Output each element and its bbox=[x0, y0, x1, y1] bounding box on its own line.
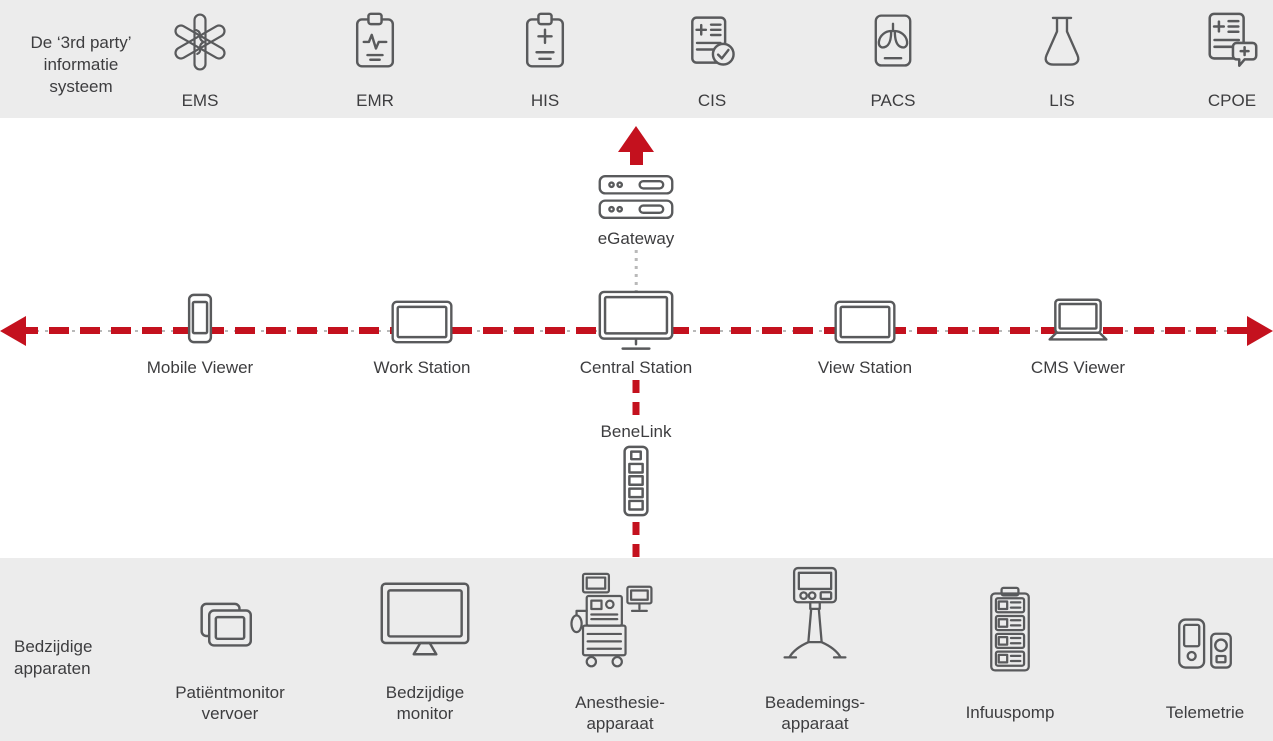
station-label-work-station: Work Station bbox=[373, 358, 471, 377]
workstation-display-icon bbox=[389, 298, 455, 346]
cpoe-document-chat-icon bbox=[1201, 10, 1263, 72]
smartphone-icon bbox=[183, 292, 217, 345]
bedside-devices-label: Bedzijdige apparaten bbox=[14, 637, 93, 678]
station-label-mobile-viewer: Mobile Viewer bbox=[146, 358, 254, 377]
view-station-display-icon bbox=[832, 298, 898, 346]
anesthesia-machine-icon bbox=[568, 572, 672, 670]
third-party-systems-label: De ‘3rd party’ informatie systeem bbox=[30, 33, 132, 96]
bus-arrow-left-icon bbox=[0, 316, 26, 346]
system-label-cis: CIS bbox=[697, 91, 727, 110]
cis-document-check-icon bbox=[682, 12, 742, 72]
egateway-label: eGateway bbox=[597, 229, 675, 248]
system-label-cpoe: CPOE bbox=[1207, 91, 1257, 110]
infusion-pump-icon bbox=[980, 586, 1040, 676]
gateway-central-dotted-link bbox=[634, 250, 638, 292]
device-label-telemetry: Telemetrie bbox=[1165, 703, 1245, 722]
his-clipboard-plus-icon bbox=[515, 11, 575, 71]
benelink-lower-dashed-link bbox=[632, 522, 640, 558]
benelink-label: BeneLink bbox=[600, 422, 672, 441]
transport-patient-monitor-icon bbox=[196, 598, 264, 657]
pacs-tablet-lungs-icon bbox=[864, 12, 922, 70]
device-label-bedside-monitor: Bedzijdige monitor bbox=[385, 683, 465, 724]
benelink-upper-dashed-link bbox=[632, 380, 640, 418]
bedside-devices-band bbox=[0, 558, 1273, 741]
egateway-server-icon bbox=[592, 168, 680, 226]
third-party-systems-band bbox=[0, 0, 1273, 118]
station-label-view-station: View Station bbox=[817, 358, 913, 377]
system-label-emr: EMR bbox=[356, 91, 394, 110]
gateway-arrow-stem bbox=[629, 152, 643, 165]
system-label-ems: EMS bbox=[181, 91, 219, 110]
device-label-transport-monitor: Patiëntmonitor vervoer bbox=[175, 683, 285, 724]
station-label-cms-viewer: CMS Viewer bbox=[1030, 358, 1126, 377]
central-station-monitor-icon bbox=[596, 288, 676, 353]
bus-arrow-right-icon bbox=[1247, 316, 1273, 346]
system-label-pacs: PACS bbox=[870, 91, 916, 110]
gateway-arrow-up-icon bbox=[618, 126, 654, 152]
lis-flask-icon bbox=[1033, 12, 1091, 70]
device-label-infusion-pump: Infuuspomp bbox=[965, 703, 1055, 722]
ems-star-of-life-icon bbox=[168, 10, 232, 74]
bedside-monitor-icon bbox=[378, 580, 472, 659]
system-label-lis: LIS bbox=[1049, 91, 1075, 110]
benelink-module-icon bbox=[617, 444, 655, 518]
telemetry-devices-icon bbox=[1172, 616, 1238, 680]
emr-clipboard-pulse-icon bbox=[345, 11, 405, 71]
ventilator-icon bbox=[777, 566, 853, 667]
system-label-his: HIS bbox=[530, 91, 560, 110]
station-label-central-station: Central Station bbox=[579, 358, 693, 377]
laptop-icon bbox=[1042, 296, 1114, 347]
device-label-anesthesia-machine: Anesthesie- apparaat bbox=[575, 693, 665, 734]
device-label-ventilator: Beademings- apparaat bbox=[764, 693, 866, 734]
